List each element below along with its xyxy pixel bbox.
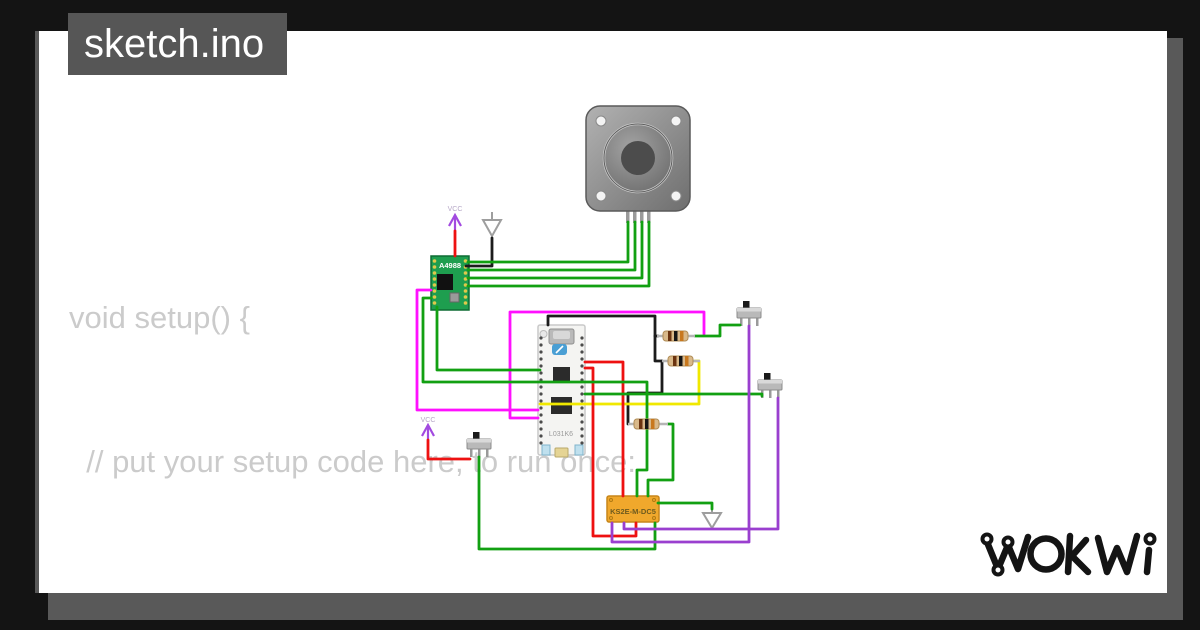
- relay: KS2E-M-DC5: [606, 495, 660, 523]
- wire-red: [583, 360, 625, 498]
- wire-green: [646, 422, 675, 498]
- gnd-symbol-1: [481, 212, 503, 239]
- ic-chip-1: [553, 367, 570, 382]
- wire-green: [466, 220, 644, 280]
- wire-green: [421, 296, 649, 498]
- motor-pin: [647, 209, 651, 223]
- relay-body: [606, 495, 660, 523]
- logo-letter-w2: [1094, 532, 1141, 576]
- slide-switch-3: [466, 432, 492, 457]
- wires: [415, 220, 780, 551]
- board-jumper: [574, 444, 584, 456]
- motor-screw: [670, 115, 682, 127]
- sketch-title-tab: sketch.ino: [68, 13, 287, 75]
- wokwi-logo: [980, 532, 1157, 577]
- switch-knob: [764, 373, 771, 383]
- relay-pin: [652, 498, 656, 502]
- st-logo-slash: [555, 345, 564, 354]
- board-crystal: [554, 447, 569, 458]
- code-preview: void setup() { // put your setup code he…: [69, 198, 636, 593]
- a4988-label: A4988: [439, 261, 461, 270]
- motor-shaft: [621, 141, 655, 175]
- nucleo-pin-headers: [539, 336, 584, 445]
- ground-triangle-icon: [701, 512, 723, 530]
- resistor-2: [662, 355, 700, 367]
- motor-pin: [633, 209, 637, 223]
- gnd-symbol-2: [701, 508, 723, 530]
- relay-pin: [652, 516, 656, 520]
- wire-red: [583, 366, 638, 538]
- wire-black: [626, 359, 664, 426]
- slide-switch-1: [736, 301, 762, 326]
- vcc-label: VCC: [448, 206, 463, 213]
- resistor-1: [657, 330, 695, 342]
- sketch-title: sketch.ino: [84, 21, 265, 66]
- wire-black: [464, 236, 494, 268]
- motor-screw: [595, 190, 607, 202]
- vcc-symbol-1: VCC: [448, 206, 463, 231]
- code-line: void setup() {: [69, 300, 250, 335]
- usb-connector-inner: [553, 331, 570, 339]
- wire-green: [477, 455, 657, 551]
- board-jumper: [541, 444, 551, 456]
- a4988-trimpot: [449, 292, 460, 303]
- vcc-symbol-2: VCC: [421, 417, 436, 440]
- wire-red: [426, 438, 472, 461]
- vcc-label: VCC: [421, 417, 436, 424]
- relay-label: KS2E-M-DC5: [610, 507, 656, 516]
- switch-knob: [473, 432, 480, 442]
- nucleo-board: L031K6: [537, 324, 586, 458]
- wire-green: [583, 392, 764, 398]
- relay-pin: [609, 498, 613, 502]
- logo-node-pads: [980, 532, 1157, 577]
- reset-button: [539, 330, 548, 338]
- motor-pin: [626, 209, 630, 223]
- circuit-diagram: A4988: [415, 105, 783, 551]
- wire-green: [693, 323, 742, 338]
- wire-black: [546, 314, 664, 363]
- wire-green: [466, 220, 651, 288]
- a4988-chip: [437, 274, 453, 290]
- wire-magenta: [415, 288, 540, 412]
- stepper-motor: [585, 105, 691, 223]
- wire-green: [435, 305, 542, 372]
- logo-letter-o: [1027, 535, 1065, 573]
- switch-knob: [743, 301, 750, 311]
- a4988-driver: A4988: [430, 255, 470, 311]
- code-line: // put your setup code here, to run once…: [69, 444, 636, 479]
- motor-screw: [595, 115, 607, 127]
- code-line: //Serial.begin(115200);: [69, 582, 636, 593]
- ground-triangle-icon: [481, 219, 503, 239]
- nucleo-label: L031K6: [549, 431, 573, 438]
- wire-green: [466, 220, 630, 264]
- wire-green: [466, 220, 637, 272]
- motor-pin: [640, 209, 644, 223]
- wire-magenta: [508, 310, 706, 420]
- wire-purple: [610, 324, 751, 544]
- logo-letter-i: [1143, 546, 1153, 576]
- relay-pin: [609, 516, 613, 520]
- wire-green: [656, 501, 714, 511]
- resistor-3: [628, 418, 668, 430]
- logo-letter-k: [1064, 532, 1074, 576]
- editor-page: void setup() { // put your setup code he…: [35, 31, 1167, 593]
- wire-purple: [622, 396, 780, 531]
- motor-screw: [670, 190, 682, 202]
- ic-chip-2: [551, 397, 572, 414]
